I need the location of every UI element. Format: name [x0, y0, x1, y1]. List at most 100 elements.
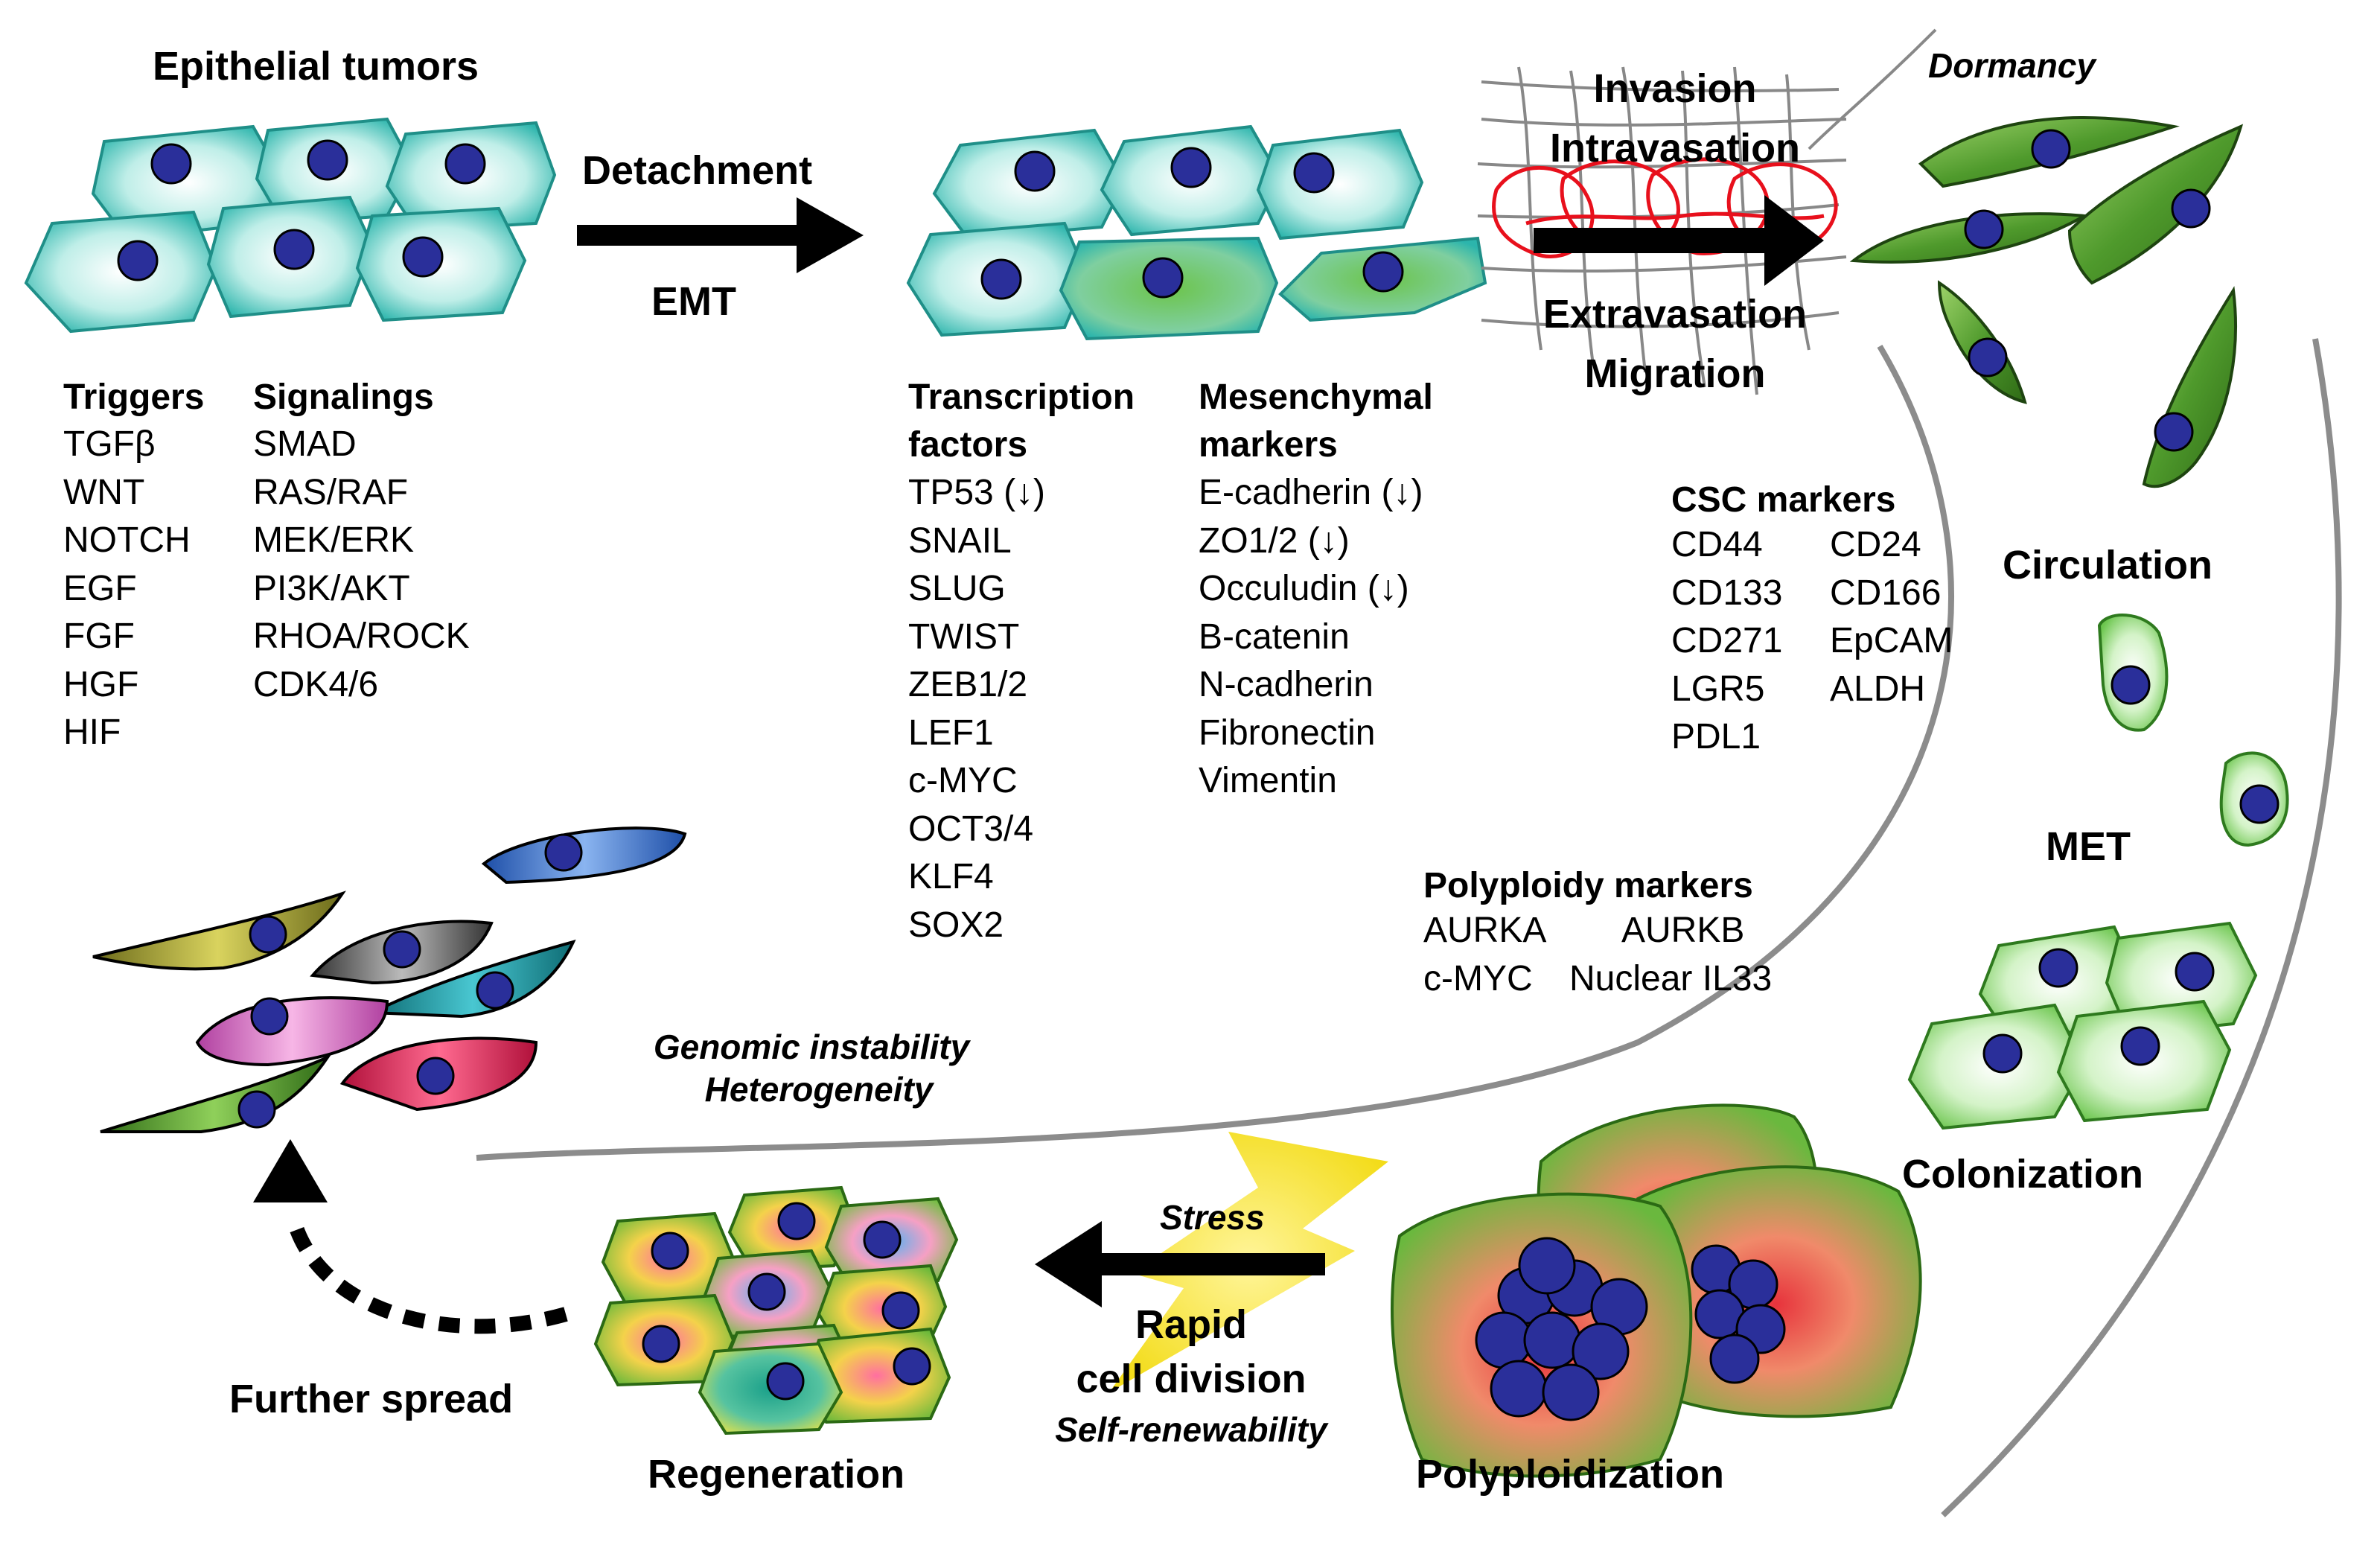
- regeneration-arrow: [1035, 1221, 1325, 1307]
- epithelial-cell: [1100, 124, 1283, 237]
- intravasation-label: Intravasation: [1549, 126, 1801, 171]
- heterogeneous-cell: [195, 996, 389, 1067]
- transcription-factors-list: TP53 (↓) SNAIL SLUG TWIST ZEB1/2 LEF1 c-…: [908, 469, 1045, 949]
- triggers-list: TGFβ WNT NOTCH EGF FGF HGF HIF: [63, 421, 191, 757]
- nucleus: [642, 1325, 680, 1363]
- epithelial-cell: [206, 195, 374, 319]
- regenerating-cell: [824, 1197, 959, 1287]
- polyploid-cells: [1391, 1103, 1922, 1478]
- signaling-item: PI3K/AKT: [253, 568, 410, 608]
- mesenchymal-marker-item: E-cadherin (↓): [1199, 473, 1423, 512]
- heterogeneous-cell: [481, 826, 687, 885]
- nucleus: [1142, 257, 1184, 299]
- emt-label: EMT: [651, 279, 736, 324]
- circulating-cell: [2219, 751, 2289, 847]
- nucleus: [1170, 147, 1212, 188]
- transcription-factor-item: KLF4: [908, 857, 994, 896]
- cell-division-label: cell division: [1076, 1357, 1307, 1401]
- mesenchymal-markers-title: Mesenchymal markers: [1199, 374, 1433, 469]
- nucleus: [2120, 1026, 2160, 1066]
- transcription-factor-item: SNAIL: [908, 520, 1012, 561]
- circulating-cell: [2097, 614, 2169, 732]
- nucleus: [893, 1347, 931, 1386]
- invasion-arrow: [1534, 195, 1824, 286]
- nucleus: [273, 229, 315, 270]
- mesenchymal-marker-item: Fibronectin: [1199, 713, 1376, 753]
- nucleus: [747, 1272, 786, 1311]
- regenerating-cell: [727, 1185, 858, 1272]
- signaling-item: CDK4/6: [253, 664, 379, 704]
- circulating-cells: [2097, 614, 2289, 847]
- nucleus: [2239, 784, 2279, 824]
- colonizing-cell: [1907, 1003, 2087, 1130]
- polyploidy-markers-title: Polyploidy markers: [1423, 866, 1753, 905]
- trigger-item: EGF: [63, 568, 137, 608]
- epithelial-tumors-label: Epithelial tumors: [153, 44, 479, 89]
- csc-marker-item: EpCAM: [1830, 621, 1953, 660]
- detachment-arrow: [577, 197, 864, 273]
- polyploidy-marker-il33: Nuclear IL33: [1569, 959, 1773, 998]
- mesenchymal-cell: [1937, 280, 2027, 404]
- mesenchymal-marker-item: Occuludin (↓): [1199, 569, 1409, 608]
- mesenchymal-marker-item: Vimentin: [1199, 761, 1337, 800]
- nucleus: [383, 930, 421, 969]
- circulation-label: Circulation: [2003, 543, 2213, 587]
- mesenchymal-markers-title-line2: markers: [1199, 425, 1338, 465]
- epithelial-tumor-cells: [24, 117, 557, 334]
- extravasation-label: Extravasation: [1542, 292, 1808, 337]
- nucleus: [881, 1291, 920, 1330]
- regeneration-cells: [593, 1185, 959, 1436]
- colonization-cells: [1907, 921, 2258, 1130]
- regeneration-label: Regeneration: [648, 1452, 905, 1497]
- signalings-title: Signalings: [253, 377, 434, 417]
- csc-marker-item: PDL1: [1671, 717, 1761, 756]
- signaling-item: MEK/ERK: [253, 520, 415, 560]
- emt-cells: [906, 124, 1487, 341]
- trigger-item: WNT: [63, 472, 145, 512]
- transcription-factor-item: TWIST: [908, 617, 1020, 657]
- signaling-item: SMAD: [253, 424, 357, 464]
- colonizing-cell: [2056, 999, 2232, 1123]
- mesenchymal-marker-item: N-cadherin: [1199, 665, 1374, 704]
- further-spread-arrow: [253, 1139, 568, 1334]
- nucleus: [2171, 188, 2211, 229]
- csc-marker-item: LGR5: [1671, 669, 1765, 709]
- transcription-factor-item: TP53 (↓): [908, 473, 1046, 512]
- transitioning-cell: [1059, 236, 1279, 341]
- signaling-item: RHOA/ROCK: [253, 617, 470, 656]
- csc-marker-item: CD133: [1671, 573, 1783, 613]
- nucleus: [250, 997, 289, 1036]
- transcription-factors-title-line1: Transcription: [908, 377, 1135, 417]
- transitioning-cell: [1278, 236, 1487, 322]
- trigger-item: NOTCH: [63, 520, 191, 560]
- triggers-title: Triggers: [63, 377, 205, 417]
- nucleus: [2154, 412, 2194, 452]
- nucleus: [1968, 337, 2008, 377]
- dormancy-label: Dormancy: [1928, 46, 2096, 85]
- self-renewability-label: Self-renewability: [1055, 1410, 1327, 1449]
- nucleus: [150, 143, 192, 185]
- nucleus: [766, 1362, 805, 1401]
- dormancy-cells: [1849, 116, 2244, 488]
- epithelial-cell: [385, 121, 557, 233]
- trigger-item: TGFβ: [63, 424, 156, 464]
- nucleus: [249, 915, 287, 954]
- csc-marker-item: CD271: [1671, 621, 1783, 660]
- regenerating-cell: [698, 1342, 843, 1436]
- nucleus: [402, 236, 444, 278]
- migration-label: Migration: [1584, 351, 1766, 396]
- invasion-label: Invasion: [1593, 66, 1757, 111]
- trigger-item: HIF: [63, 713, 121, 752]
- nucleus: [307, 139, 348, 181]
- csc-marker-item: ALDH: [1830, 669, 1926, 709]
- mesenchymal-marker-item: B-catenin: [1199, 617, 1350, 657]
- nucleus: [117, 240, 159, 281]
- mesenchymal-cell: [2067, 124, 2244, 285]
- transcription-factors-title: Transcription factors: [908, 374, 1135, 469]
- transcription-factor-item: SOX2: [908, 905, 1004, 945]
- transcription-factor-item: OCT3/4: [908, 809, 1034, 849]
- nucleus: [2031, 129, 2071, 169]
- signalings-list: SMAD RAS/RAF MEK/ERK PI3K/AKT RHOA/ROCK …: [253, 421, 470, 709]
- heterogeneity-label: Heterogeneity: [704, 1070, 934, 1109]
